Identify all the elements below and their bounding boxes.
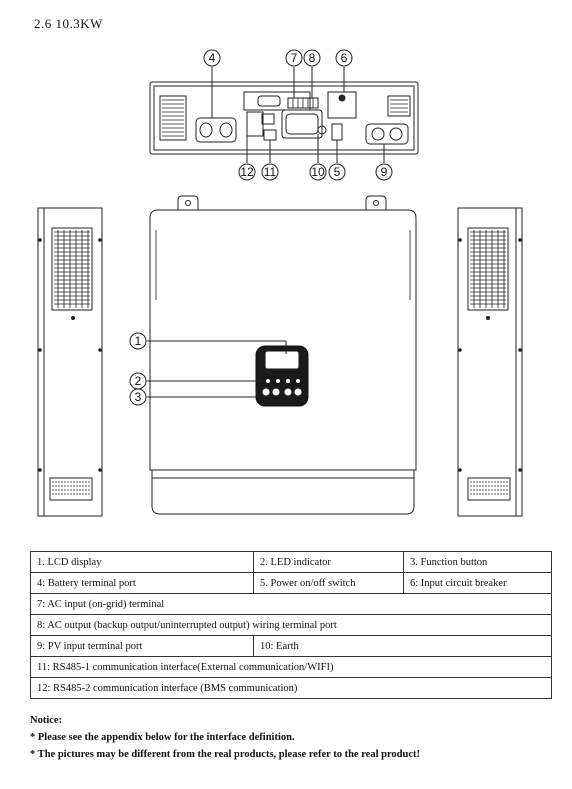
notice-line: * Please see the appendix below for the …	[30, 732, 295, 743]
svg-text:8: 8	[309, 51, 316, 65]
left-side-view	[37, 207, 103, 517]
rear-left-vent	[159, 95, 187, 141]
table-cell: 5. Power on/off switch	[253, 572, 404, 594]
table-row: 8: AC output (backup output/uninterrupte…	[30, 614, 552, 636]
svg-text:4: 4	[209, 51, 216, 65]
table-cell: 9: PV input terminal port	[30, 635, 254, 657]
table-row: 7: AC input (on-grid) terminal	[30, 593, 552, 615]
control-panel	[255, 345, 309, 407]
svg-text:9: 9	[381, 165, 388, 179]
svg-text:7: 7	[291, 51, 298, 65]
power-switch	[331, 123, 343, 141]
table-row: 11: RS485-1 communication interface(Exte…	[30, 656, 552, 678]
svg-text:2: 2	[135, 374, 142, 388]
notice-block: Notice: * Please see the appendix below …	[30, 712, 420, 763]
callout-5: 5	[328, 140, 346, 181]
callout-6: 6	[335, 49, 353, 92]
table-row: 12: RS485-2 communication interface (BMS…	[30, 677, 552, 699]
rear-panel-drawing	[149, 81, 419, 155]
callout-9: 9	[375, 144, 393, 181]
function-buttons	[262, 388, 302, 396]
callout-3: 3	[129, 388, 262, 406]
table-cell: 2. LED indicator	[253, 551, 404, 573]
earth-terminal	[317, 125, 327, 135]
svg-text:6: 6	[341, 51, 348, 65]
table-cell: 3. Function button	[403, 551, 552, 573]
battery-terminal-port	[195, 117, 237, 143]
lcd-display	[265, 351, 299, 369]
product-drawings: 4 7 8 6 12 11 10	[37, 49, 523, 517]
rear-right-vent	[387, 95, 411, 117]
svg-text:10: 10	[311, 165, 325, 179]
notice-title: Notice:	[30, 715, 63, 726]
right-side-view	[457, 207, 523, 517]
callout-8: 8	[303, 49, 321, 98]
table-cell: 11: RS485-1 communication interface(Exte…	[30, 656, 552, 678]
svg-text:11: 11	[264, 165, 277, 179]
callout-7: 7	[285, 49, 303, 98]
table-cell: 4: Battery terminal port	[30, 572, 254, 594]
pv-input-terminal	[365, 123, 409, 145]
svg-text:12: 12	[240, 165, 254, 179]
svg-text:3: 3	[135, 390, 142, 404]
table-row: 9: PV input terminal port 10: Earth	[30, 635, 552, 657]
callout-2: 2	[129, 372, 262, 390]
svg-text:5: 5	[334, 165, 341, 179]
table-cell: 12: RS485-2 communication interface (BMS…	[30, 677, 552, 699]
callout-1: 1	[129, 332, 287, 354]
callout-12: 12	[238, 136, 256, 181]
table-cell: 10: Earth	[253, 635, 552, 657]
table-cell: 6: Input circuit breaker	[403, 572, 552, 594]
front-view	[149, 195, 417, 515]
table-cell: 1. LCD display	[30, 551, 254, 573]
callout-10: 10	[309, 134, 327, 181]
callout-11: 11	[261, 140, 279, 181]
interface-board	[243, 91, 311, 141]
table-cell: 8: AC output (backup output/uninterrupte…	[30, 614, 552, 636]
section-heading: 2.6 10.3KW	[34, 16, 103, 31]
led-indicators	[266, 379, 300, 383]
notice-line: * The pictures may be different from the…	[30, 749, 421, 760]
svg-text:1: 1	[135, 334, 142, 348]
input-circuit-breaker	[327, 91, 357, 119]
table-row: 1. LCD display 2. LED indicator 3. Funct…	[30, 551, 552, 573]
ac-terminal-block	[281, 97, 323, 139]
callout-4: 4	[203, 49, 221, 118]
component-table: 1. LCD display 2. LED indicator 3. Funct…	[30, 551, 552, 699]
table-row: 4: Battery terminal port 5. Power on/off…	[30, 572, 552, 594]
table-cell: 7: AC input (on-grid) terminal	[30, 593, 552, 615]
